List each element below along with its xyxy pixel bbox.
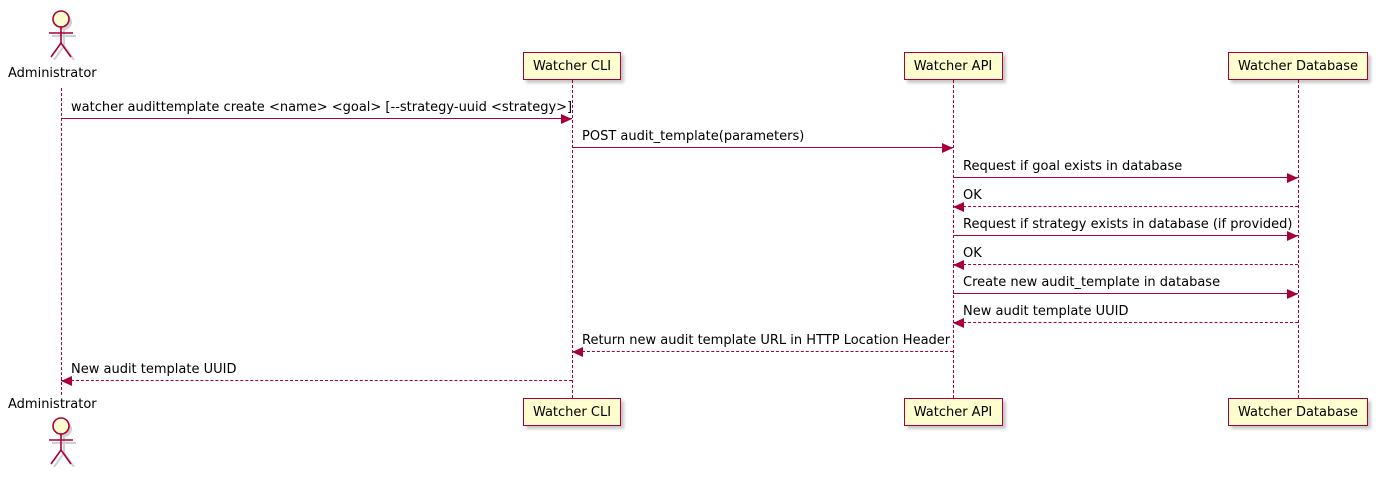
message-label-6: OK	[963, 246, 982, 261]
message-label-5: Request if strategy exists in database (…	[963, 217, 1293, 232]
participant-box-watcher-api-top[interactable]: Watcher API	[903, 52, 1003, 80]
message-line-10	[61, 380, 572, 381]
arrow-head-9	[572, 347, 583, 357]
arrow-head-1	[561, 114, 572, 124]
message-line-4	[953, 206, 1298, 207]
message-line-3	[953, 177, 1298, 178]
message-line-1	[61, 118, 572, 119]
message-line-2	[572, 147, 953, 148]
arrow-head-8	[953, 318, 964, 328]
message-label-4: OK	[963, 188, 982, 203]
lifeline-watcher-cli	[572, 80, 573, 398]
lifeline-watcher-api	[953, 80, 954, 398]
participant-box-watcher-database-top[interactable]: Watcher Database	[1228, 52, 1368, 80]
participant-box-watcher-database-bottom[interactable]: Watcher Database	[1228, 398, 1368, 426]
message-line-8	[953, 322, 1298, 323]
arrow-head-10	[61, 376, 72, 386]
message-line-5	[953, 235, 1298, 236]
actor-label-administrator-bottom: Administrator	[8, 397, 97, 412]
participant-box-watcher-cli-top[interactable]: Watcher CLI	[523, 52, 621, 80]
arrow-head-3	[1287, 173, 1298, 183]
arrow-head-5	[1287, 231, 1298, 241]
arrow-head-2	[942, 143, 953, 153]
actor-label-administrator-top: Administrator	[8, 66, 97, 81]
message-label-2: POST audit_template(parameters)	[582, 129, 805, 144]
message-label-8: New audit template UUID	[963, 304, 1129, 319]
message-line-7	[953, 293, 1298, 294]
message-label-9: Return new audit template URL in HTTP Lo…	[582, 333, 951, 348]
arrow-head-7	[1287, 289, 1298, 299]
message-label-10: New audit template UUID	[71, 362, 237, 377]
lifeline-administrator	[61, 88, 62, 395]
participant-box-watcher-api-bottom[interactable]: Watcher API	[903, 398, 1003, 426]
message-label-1: watcher audittemplate create <name> <goa…	[71, 100, 573, 115]
actor-figure-administrator-top[interactable]	[41, 8, 81, 61]
message-label-7: Create new audit_template in database	[963, 275, 1221, 290]
arrow-head-6	[953, 260, 964, 270]
lifeline-watcher-database	[1298, 80, 1299, 398]
message-line-6	[953, 264, 1298, 265]
arrow-head-4	[953, 202, 964, 212]
message-label-3: Request if goal exists in database	[963, 159, 1183, 174]
participant-box-watcher-cli-bottom[interactable]: Watcher CLI	[523, 398, 621, 426]
message-line-9	[572, 351, 953, 352]
actor-figure-administrator-bottom[interactable]	[41, 415, 81, 468]
